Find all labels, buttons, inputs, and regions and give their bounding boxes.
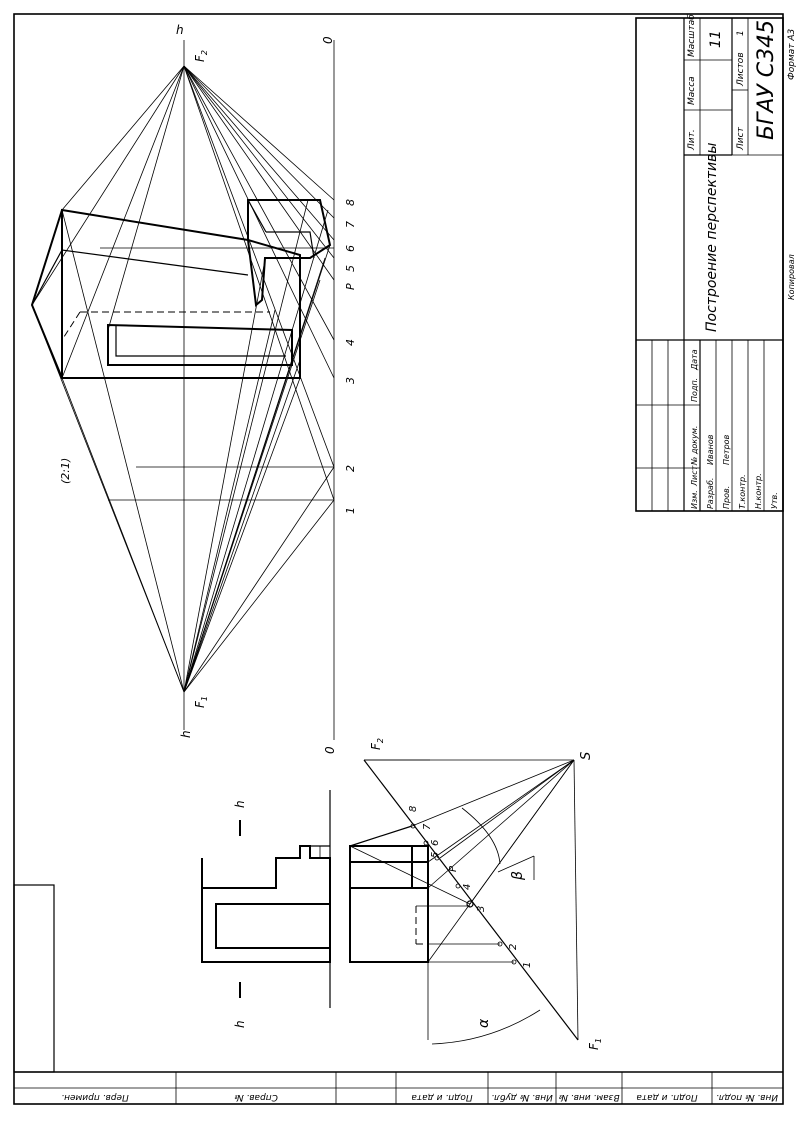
plan-num-5: 5 (430, 852, 441, 858)
scale-label: Масштаб (687, 14, 697, 57)
sheet-count: 11 (708, 30, 724, 48)
h-label-2: h (233, 1020, 247, 1028)
tb-header-3: Подп. (690, 378, 699, 402)
base-label-bottom: 0 (323, 746, 337, 754)
pnum-7: 7 (344, 221, 357, 228)
pnum-1: 1 (344, 507, 357, 514)
rays-f2 (31, 65, 335, 501)
tb-role-4: Утв. (770, 492, 779, 509)
format-label: Формат А3 (787, 28, 797, 80)
pnum-5: 5 (344, 265, 357, 272)
plan-num-7: 7 (422, 823, 433, 830)
horizon-label-bottom: h (179, 730, 193, 738)
tb-name-0: Иванов (706, 434, 715, 465)
plan-num-6: 6 (430, 840, 441, 846)
outer-frame (13, 13, 784, 1105)
plan-num-2: 2 (508, 944, 519, 950)
plan-num-p: P (448, 865, 459, 872)
perspective-object (30, 199, 332, 379)
sidebar-label-2: Взам. инв. № (558, 1092, 619, 1102)
scale-note: (2:1) (59, 458, 72, 484)
plan-num-3: 3 (476, 906, 487, 912)
sheets-label: Листов (736, 52, 746, 87)
pnum-3: 3 (344, 377, 357, 384)
tb-header-1: Лист (690, 465, 699, 487)
title-block: Лит. Масса Масштаб 11 Лист Листов 1 БГАУ… (635, 14, 797, 512)
base-label-top: 0 (321, 36, 335, 44)
f1-label: F1 (193, 696, 209, 708)
pnum-4: 4 (344, 339, 357, 346)
alpha-label: α (476, 1018, 492, 1028)
tb-header-4: Дата (690, 349, 699, 371)
beta-label: β (510, 871, 526, 881)
tb-header-0: Изм. (690, 490, 699, 509)
tb-role-3: Н.контр. (754, 473, 763, 509)
pnum-8: 8 (344, 199, 357, 206)
mass-label: Масса (687, 76, 697, 105)
drawing-title: Построение перспективы (704, 143, 720, 332)
pnum-p: P (344, 283, 357, 290)
sidebar-label-1: Подп. и дата (636, 1092, 697, 1102)
sidebar-left-0: Справ. № (234, 1092, 278, 1102)
sidebar-label-3: Инв. № дубл. (491, 1092, 553, 1102)
f2-plan-label: F2 (369, 738, 385, 750)
sidebar-label-0: Инв. № подл. (716, 1092, 778, 1102)
pnum-6: 6 (344, 245, 357, 252)
tb-role-2: Т.контр. (738, 474, 747, 509)
left-corner-box (13, 884, 55, 1073)
f1-plan-label: F1 (587, 1038, 603, 1050)
tb-header-2: № докум. (690, 426, 699, 466)
plan-num-4: 4 (462, 884, 473, 890)
sheets-value: 1 (736, 30, 746, 36)
pnum-2: 2 (344, 465, 357, 472)
plan-num-1: 1 (522, 962, 533, 968)
sheet-label: Лист (736, 126, 746, 151)
sidebar-left-1: Перв. примен. (61, 1092, 129, 1102)
copied-label: Копировал (787, 254, 796, 300)
tb-name-1: Петров (722, 434, 731, 465)
orthographic-views: h h (201, 738, 603, 1050)
lit-label: Лит. (687, 129, 697, 151)
tb-role-1: Пров. (722, 486, 731, 509)
sidebar-label-4: Подп. и дата (411, 1092, 472, 1102)
drawing-code: БГАУ С345 (754, 20, 779, 140)
f2-label: F2 (193, 50, 209, 62)
tb-role-0: Разраб. (706, 478, 715, 509)
perspective-view: h h 0 0 F2 F1 (2:1) (30, 23, 357, 754)
s-label: S (579, 752, 594, 760)
h-label-1: h (233, 800, 247, 808)
picture-plane (363, 759, 579, 1041)
horizon-label-top: h (176, 23, 184, 37)
bottom-sidebar: Перв. примен. Справ. № Подп. и дата Инв.… (14, 1072, 783, 1104)
rays-f1 (31, 199, 335, 693)
plan-num-8: 8 (408, 806, 419, 812)
